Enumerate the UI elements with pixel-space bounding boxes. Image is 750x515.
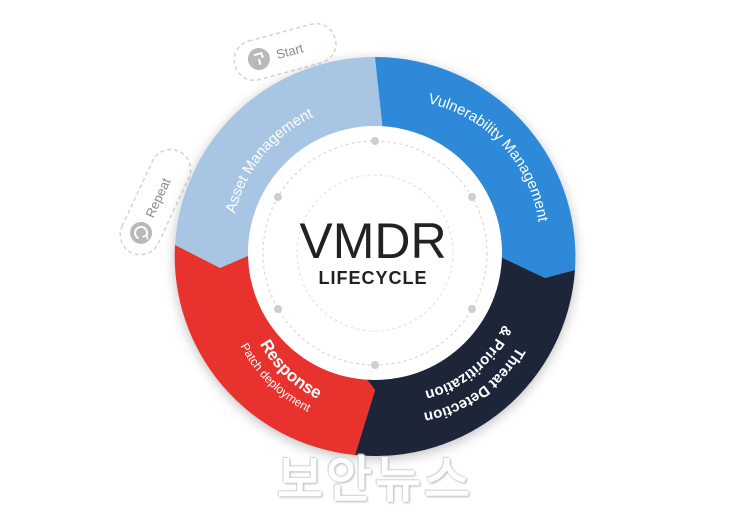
center-hub: VMDR LIFECYCLE: [248, 126, 502, 380]
repeat-pill[interactable]: Repeat: [114, 143, 198, 261]
segment-asset-management[interactable]: [175, 56, 385, 268]
hub-dot: [371, 361, 379, 369]
diagram-title: VMDR: [299, 213, 446, 269]
lifecycle-ring: [174, 56, 576, 457]
repeat-icon: [130, 221, 153, 244]
start-pill[interactable]: Start: [230, 19, 341, 85]
start-icon: [247, 47, 270, 70]
segment-threat-detection[interactable]: [355, 253, 575, 457]
segment-vulnerability-management[interactable]: [375, 56, 576, 278]
start-label: Start: [274, 40, 305, 62]
diagram-subtitle: LIFECYCLE: [318, 268, 427, 288]
hub-dot: [274, 305, 282, 313]
hub-dot: [371, 137, 379, 145]
watermark-text: 보안뉴스: [277, 451, 473, 509]
hub-dot: [468, 305, 476, 313]
hub-dot: [468, 193, 476, 201]
hub-dot: [274, 193, 282, 201]
segment-response[interactable]: [174, 245, 375, 455]
